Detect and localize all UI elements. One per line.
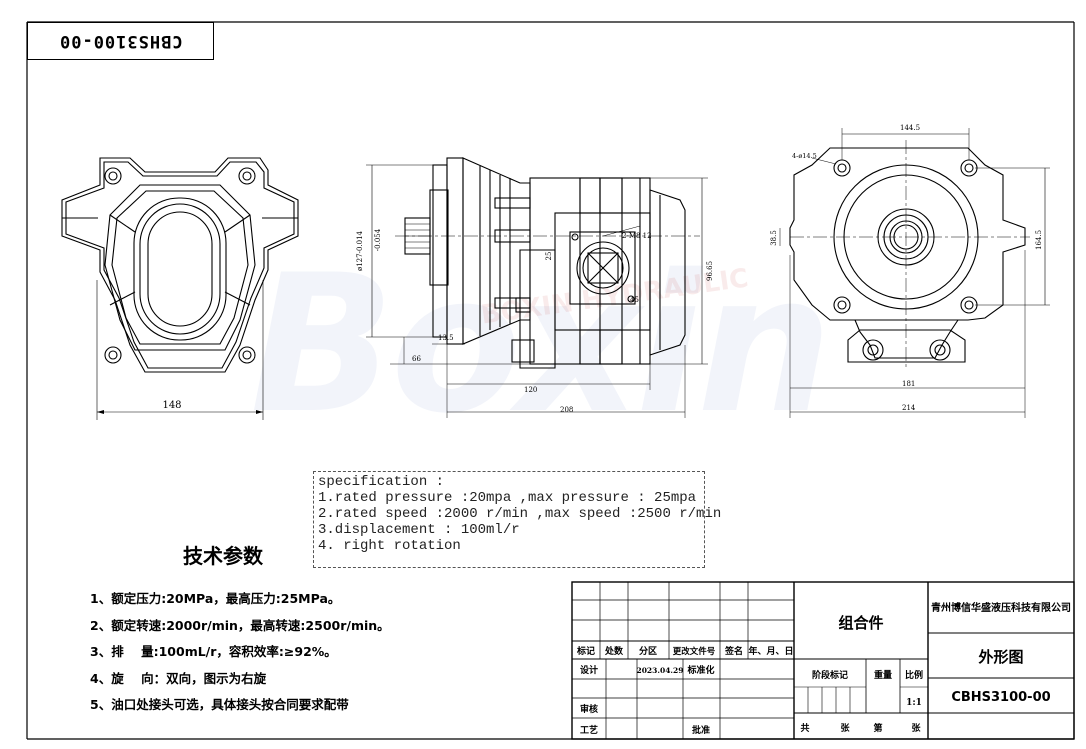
drawing-name: 外形图 xyxy=(977,648,1023,666)
side-dia-dim-b: -0.054 xyxy=(374,228,382,251)
tech-param-line: 1、额定压力:20MPa，最高压力:25MPa。 xyxy=(90,591,341,606)
rev-headers: 标记 处数 分区 更改文件号 签名 年、月、日 xyxy=(576,645,794,657)
scale-label: 比例 xyxy=(905,669,923,681)
part-name: 组合件 xyxy=(838,614,883,632)
spec-title: specification : xyxy=(318,474,445,490)
design-label: 设计 xyxy=(580,664,598,676)
spec-line: 1.rated pressure :20mpa ,max pressure : … xyxy=(318,490,697,506)
rear-view xyxy=(779,128,1050,418)
tech-param-line: 5、油口处接头可选，具体接头按合同要求配带 xyxy=(90,697,349,712)
side-view xyxy=(366,157,708,418)
side-height-dim: 96.65 xyxy=(706,261,714,281)
rear-side-dim: 164.5 xyxy=(1035,230,1043,250)
approve-label: 批准 xyxy=(692,724,710,736)
title-block-grid xyxy=(571,581,1075,740)
tech-params-list: 1、额定压力:20MPa，最高压力:25MPa。 2、额定转速:2000r/mi… xyxy=(90,586,390,719)
rev-header-zone: 分区 xyxy=(639,645,657,657)
tech-params-title: 技术参数 xyxy=(183,544,263,568)
side-angle-dim: 45 xyxy=(630,296,639,304)
rear-left-dim: 38.5 xyxy=(770,230,778,246)
rev-header-docno: 更改文件号 xyxy=(673,646,716,657)
brand-watermark: Boxin xyxy=(250,234,832,455)
rev-header-mark: 标记 xyxy=(576,645,595,657)
drawing-number: CBHS3100-00 xyxy=(951,690,1050,705)
front-view xyxy=(61,157,299,420)
side-thread-dim: 2-M8 12 xyxy=(622,232,652,240)
spec-line: 4. right rotation xyxy=(318,538,461,554)
rear-bottom-dim-2: 214 xyxy=(902,404,916,412)
standardize-label: 标准化 xyxy=(686,664,714,676)
review-label: 审核 xyxy=(580,703,598,715)
spec-line: 3.displacement : 100ml/r xyxy=(318,522,520,538)
front-width-dim: 148 xyxy=(162,400,181,411)
rear-bottom-dim-1: 181 xyxy=(902,380,915,388)
tech-param-line: 3、排 量:100mL/r，容积效率:≥92%。 xyxy=(90,644,337,659)
side-port-dim: 25 xyxy=(545,252,553,261)
side-len-dim-1: 120 xyxy=(524,386,537,394)
sheets-label: 张 xyxy=(840,722,850,734)
sheets-label-2: 张 xyxy=(911,722,921,734)
side-small-dim-2: 66 xyxy=(412,355,421,363)
specification-box: specification : 1.rated pressure :20mpa … xyxy=(313,471,722,568)
scale-value: 1:1 xyxy=(906,698,922,708)
num-label: 第 xyxy=(873,722,882,734)
signature-rows: 设计 2023.04.29 标准化 审核 工艺 批准 阶段标记 重量 比例 1:… xyxy=(580,664,923,736)
company-name: 青州博信华盛液压科技有限公司 xyxy=(931,601,1071,614)
tech-param-line: 4、旋 向：双向，图示为右旋 xyxy=(90,670,267,686)
rev-header-count: 处数 xyxy=(604,645,624,657)
rev-header-sign: 签名 xyxy=(724,645,743,657)
weight-label: 重量 xyxy=(874,669,892,681)
spec-line: 2.rated speed :2000 r/min ,max speed :25… xyxy=(318,506,722,522)
side-len-dim-2: 208 xyxy=(560,406,573,414)
rear-top-dim: 144.5 xyxy=(900,124,920,132)
stage-mark-label: 阶段标记 xyxy=(812,669,848,681)
design-date: 2023.04.29 xyxy=(637,666,684,675)
tech-param-line: 2、额定转速:2000r/min，最高转速:2500r/min。 xyxy=(90,617,390,633)
process-label: 工艺 xyxy=(580,724,598,736)
side-dia-dim-a: ø127-0.014 xyxy=(356,230,364,271)
side-small-dim-1: 13.5 xyxy=(438,334,454,342)
rear-hole-dim: 4-ø14.5 xyxy=(792,152,817,160)
total-label: 共 xyxy=(800,722,809,734)
rev-header-date: 年、月、日 xyxy=(748,645,793,657)
